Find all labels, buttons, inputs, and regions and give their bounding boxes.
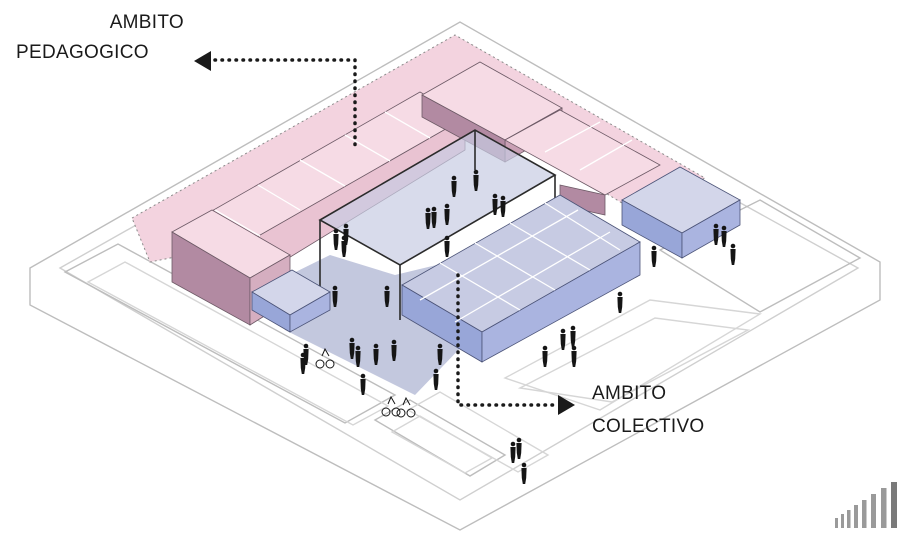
person-icon [651,245,657,267]
person-icon [473,169,479,191]
person-icon [433,368,439,390]
person-icon [617,291,623,313]
cyclist-icon [381,395,401,417]
person-icon [343,223,349,245]
label-pedagogico-2: PEDAGOGICO [16,41,149,65]
person-icon [542,345,548,367]
person-icon [425,207,431,229]
person-icon [444,235,450,257]
person-icon [570,325,576,347]
person-icon [333,228,339,250]
arrow-right-icon [558,395,575,415]
person-icon [510,441,516,463]
canopy-frame [318,129,557,320]
label-pedagogico-line1: AMBITO [109,12,184,33]
label-colectivo-line1: AMBITO [592,383,667,404]
person-icon [349,337,355,359]
person-icon [437,343,443,365]
person-icon [521,462,527,484]
person-icon [730,243,736,265]
cyclists-group [315,347,416,418]
person-icon [391,339,397,361]
cyclist-icon [315,347,335,369]
person-icon [500,195,506,217]
person-icon [560,328,566,350]
person-icon [571,345,577,367]
person-icon [431,206,437,228]
colectivo-blocks [251,166,741,363]
person-icon [516,437,522,459]
person-icon [384,285,390,307]
label-colectivo-line2: COLECTIVO [592,416,705,437]
person-icon [444,203,450,225]
person-icon [713,223,719,245]
person-icon [355,345,361,367]
callout-pedagogico-leader [213,58,357,147]
people-group [300,169,736,484]
label-colectivo-2: COLECTIVO [592,415,705,439]
label-pedagogico: AMBITO [84,11,184,35]
label-colectivo: AMBITO [592,382,666,406]
person-icon [492,193,498,215]
callout-colectivo-leader [456,273,557,407]
person-icon [451,175,457,197]
person-icon [332,285,338,307]
person-icon [721,225,727,247]
arrow-left-icon [194,51,211,71]
label-pedagogico-line2: PEDAGOGICO [16,42,149,63]
cyclist-icon [396,396,416,418]
person-icon [360,373,366,395]
person-icon [373,343,379,365]
bar-logo-icon [835,482,897,528]
person-icon [303,343,309,365]
